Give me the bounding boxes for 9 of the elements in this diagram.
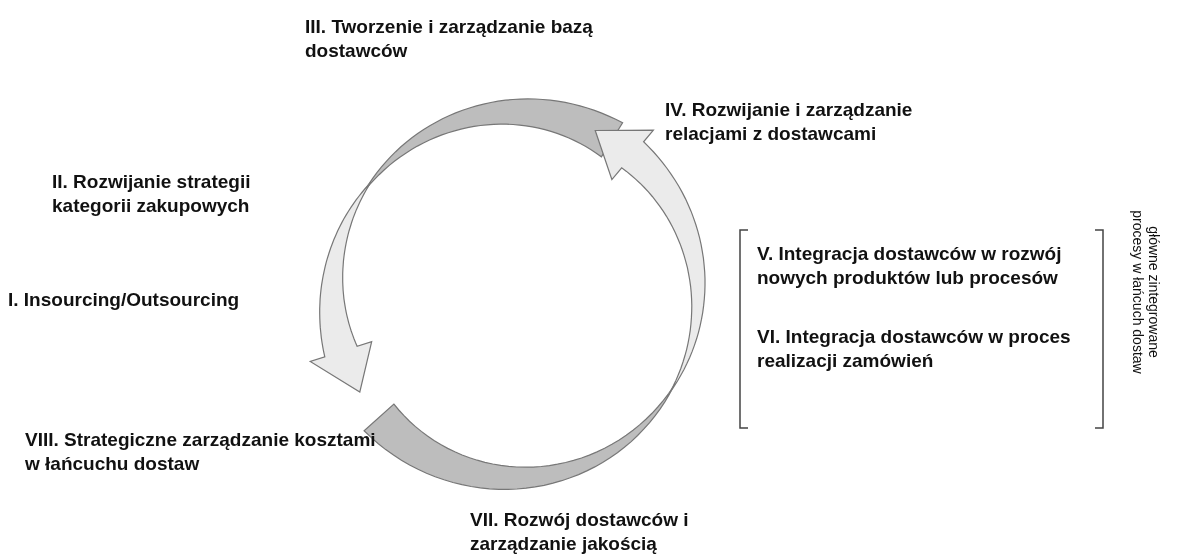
step-label: III. Tworzenie i zarządzanie bazą dostawców xyxy=(305,15,594,63)
step-label: VII. Rozwój dostawców i zarządzanie jakością xyxy=(470,508,690,554)
step-label: VIII. Strategiczne zarządzanie kosztami w łańcuchu dostaw xyxy=(25,428,377,476)
step-label: II. Rozwijanie strategii kategorii zakupowych xyxy=(52,170,252,218)
step-label: V. Integracja dostawców w rozwój nowych produktów lub procesów xyxy=(757,242,1063,290)
step-label: I. Insourcing/Outsourcing xyxy=(8,288,241,312)
side-note: główne zintegrowane procesy w łańcuch dostaw xyxy=(1130,209,1162,376)
step-label: VI. Integracja dostawców w proces realizacji zamówień xyxy=(757,325,1072,373)
step-label: IV. Rozwijanie i zarządzanie relacjami z dostawcami xyxy=(665,98,914,146)
